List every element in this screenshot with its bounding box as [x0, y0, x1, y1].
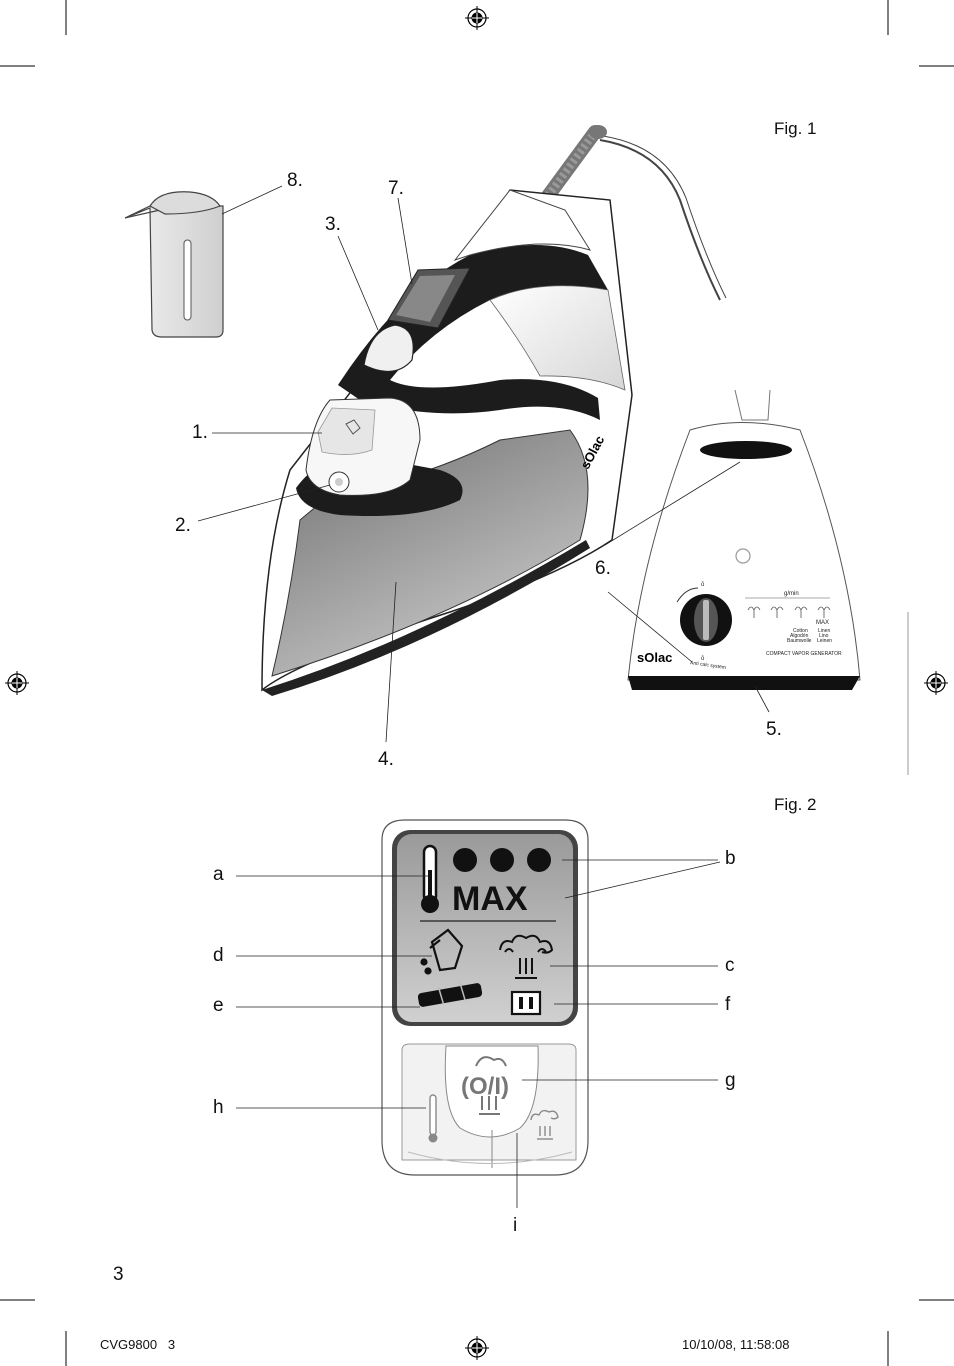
- fig1-label-6: 6.: [595, 558, 611, 579]
- fig2-title: Fig. 2: [774, 795, 817, 814]
- fig1-leader-lines: [197, 185, 770, 743]
- footer-right: 10/10/08, 11:58:08: [682, 1337, 789, 1352]
- fig2-label-h: h: [213, 1097, 224, 1118]
- fig2-label-d: d: [213, 945, 224, 966]
- fig2-label-a: a: [213, 864, 224, 885]
- base-cotton-text: Cotton: [793, 628, 808, 634]
- fig1-label-8: 8.: [287, 170, 303, 191]
- max-indicator: MAX: [452, 880, 528, 918]
- steam-ready-icon: [499, 934, 554, 979]
- base-anticalc-text: Anti calc system: [690, 660, 727, 671]
- anticalc-cartridge-icon: [417, 982, 483, 1007]
- small-thermometer-icon: [428, 1094, 438, 1143]
- thermometer-icon: [421, 844, 439, 913]
- base-station-illustration: ō ō sOlac Anti calc system g/min Cotton …: [627, 389, 861, 690]
- base-baumwolle-text: Baumwolle: [787, 638, 812, 644]
- fig2-label-e: e: [213, 995, 224, 1016]
- refill-water-icon: [420, 928, 464, 975]
- heat-dot-1-icon: [453, 848, 477, 872]
- fig1-title: Fig. 1: [774, 119, 817, 138]
- fig2-label-b: b: [725, 848, 736, 869]
- fig1-label-3: 3.: [325, 214, 341, 235]
- base-max-text: MAX: [816, 620, 829, 626]
- fig2-label-c: c: [725, 955, 735, 976]
- standby-icon: [510, 990, 542, 1016]
- water-jug-illustration: [124, 191, 224, 338]
- fig1-label-4: 4.: [378, 749, 394, 770]
- fig1-label-2: 2.: [175, 515, 191, 536]
- base-algodon-text: Algodón: [790, 633, 809, 639]
- fig1-label-7: 7.: [388, 178, 404, 199]
- fig2-label-g: g: [725, 1070, 736, 1091]
- footer-left: CVG9800 3: [100, 1337, 175, 1352]
- registration-mark-bottom: [465, 1336, 489, 1360]
- base-brand-logo: sOlac: [637, 650, 672, 665]
- registration-mark-left: [5, 671, 29, 695]
- small-steam-icon: [530, 1109, 559, 1140]
- heat-dot-2-icon: [490, 848, 514, 872]
- heat-dot-3-icon: [527, 848, 551, 872]
- dial-top-mark: ō: [701, 582, 705, 588]
- steam-level-icons: [747, 606, 831, 618]
- base-lino-text: Lino: [819, 633, 829, 639]
- base-linen-text: Linen: [818, 628, 830, 634]
- base-leinen-text: Leinen: [817, 638, 832, 644]
- dial-bottom-mark: ō: [701, 656, 705, 662]
- control-panel-illustration: MAX: [381, 819, 589, 1176]
- fig1-label-1: 1.: [192, 422, 208, 443]
- fig1-label-5: 5.: [766, 719, 782, 740]
- registration-mark-top: [465, 6, 489, 30]
- base-gmin-text: g/min: [784, 591, 799, 597]
- iron-illustration: sOlac: [261, 189, 633, 696]
- on-off-symbol: (O/I): [461, 1073, 509, 1100]
- registration-mark-right: [924, 671, 948, 695]
- steam-jet-icon: [475, 1056, 507, 1115]
- page-number: 3: [113, 1264, 124, 1285]
- fig2-leader-lines: [236, 859, 721, 1208]
- iron-cord: [541, 125, 727, 301]
- base-compact-text: COMPACT VAPOR GENERATOR: [766, 651, 842, 657]
- fig2-label-f: f: [725, 994, 731, 1015]
- fig2-label-i: i: [513, 1215, 517, 1236]
